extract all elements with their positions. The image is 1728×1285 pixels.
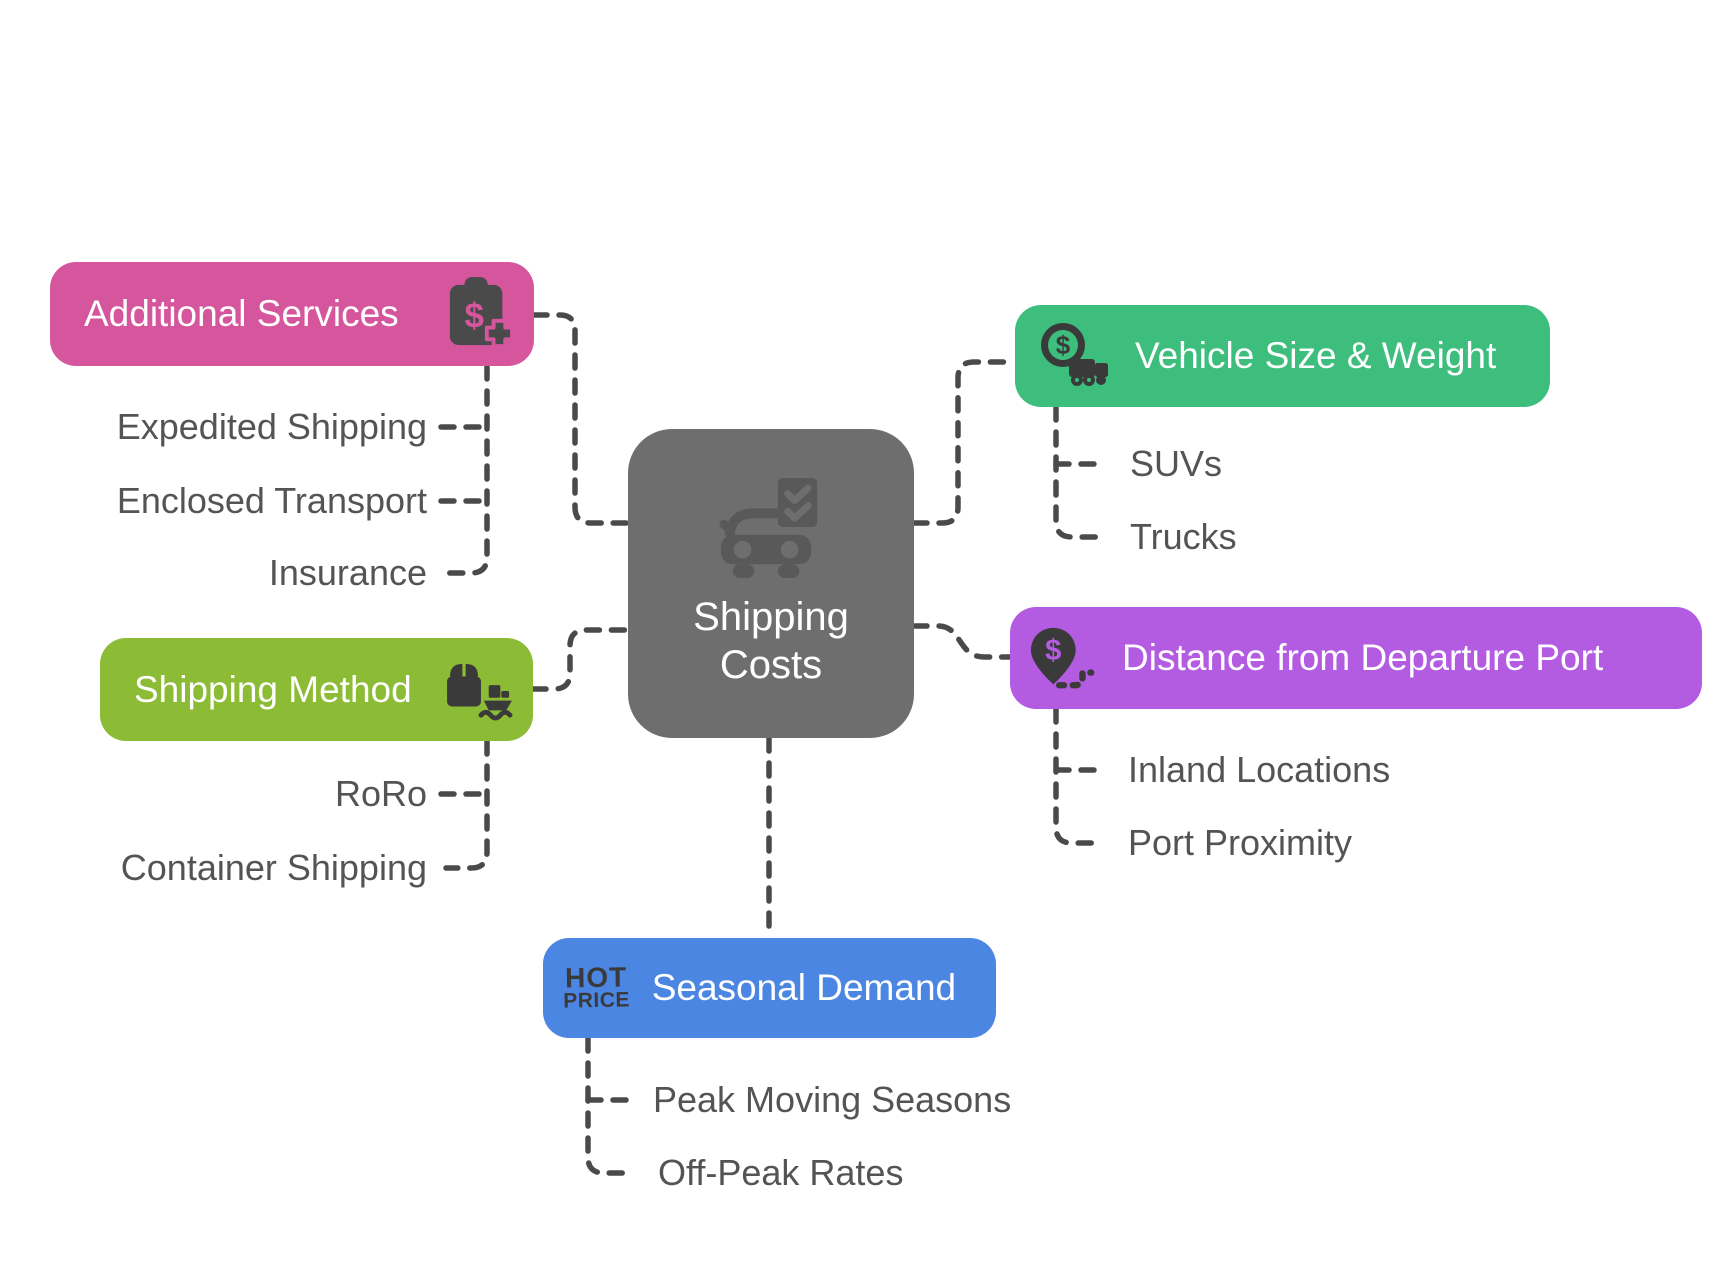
hot-price-icon-line2: PRICE <box>563 988 631 1013</box>
branch-label: Vehicle Size & Weight <box>1135 335 1497 376</box>
branch-node-shipping-method: Shipping Method <box>100 638 533 741</box>
branch-label: Shipping Method <box>134 668 412 710</box>
svg-text:$: $ <box>1045 635 1061 667</box>
clipboard-dollar-plus-icon: $ <box>449 277 514 348</box>
child-item-inland-locations: Inland Locations <box>1128 749 1391 790</box>
child-item-port-proximity: Port Proximity <box>1128 822 1353 863</box>
branch-node-vehicle-size-weight: $ Vehicle Size & Weight <box>1015 305 1550 407</box>
branch-label: Seasonal Demand <box>651 967 957 1008</box>
branch-node-seasonal-demand: HOT PRICE Seasonal Demand <box>543 938 996 1038</box>
center-node-shipping-costs: Shipping Costs <box>628 429 914 738</box>
branch-node-additional-services: Additional Services $ <box>50 262 534 366</box>
car-checklist-icon <box>719 478 818 579</box>
child-item-trucks: Trucks <box>1130 516 1237 557</box>
svg-text:$: $ <box>464 297 483 336</box>
child-item-insurance: Insurance <box>268 552 427 593</box>
hot-price-icon: HOT PRICE <box>563 962 631 1013</box>
map-pin-route-icon: $ <box>1030 627 1095 689</box>
child-item-off-peak-rates: Off-Peak Rates <box>658 1152 904 1193</box>
child-item-container-shipping: Container Shipping <box>120 847 427 888</box>
center-title-line1: Shipping <box>693 595 849 640</box>
package-ship-icon <box>447 661 513 720</box>
coin-truck-icon: $ <box>1041 323 1108 386</box>
branch-label: Distance from Departure Port <box>1122 637 1604 678</box>
svg-text:$: $ <box>1056 330 1071 360</box>
child-item-peak-moving-seasons: Peak Moving Seasons <box>653 1079 1012 1120</box>
child-item-suvs: SUVs <box>1130 443 1223 484</box>
branch-node-distance-from-departure-port: $ Distance from Departure Port <box>1010 607 1702 709</box>
center-title-line2: Costs <box>719 642 823 687</box>
child-item-expedited-shipping: Expedited Shipping <box>116 406 427 447</box>
center-title: Shipping Costs <box>693 594 849 688</box>
child-item-roro: RoRo <box>334 773 427 814</box>
child-item-enclosed-transport: Enclosed Transport <box>116 480 427 521</box>
branch-label: Additional Services <box>84 293 399 334</box>
